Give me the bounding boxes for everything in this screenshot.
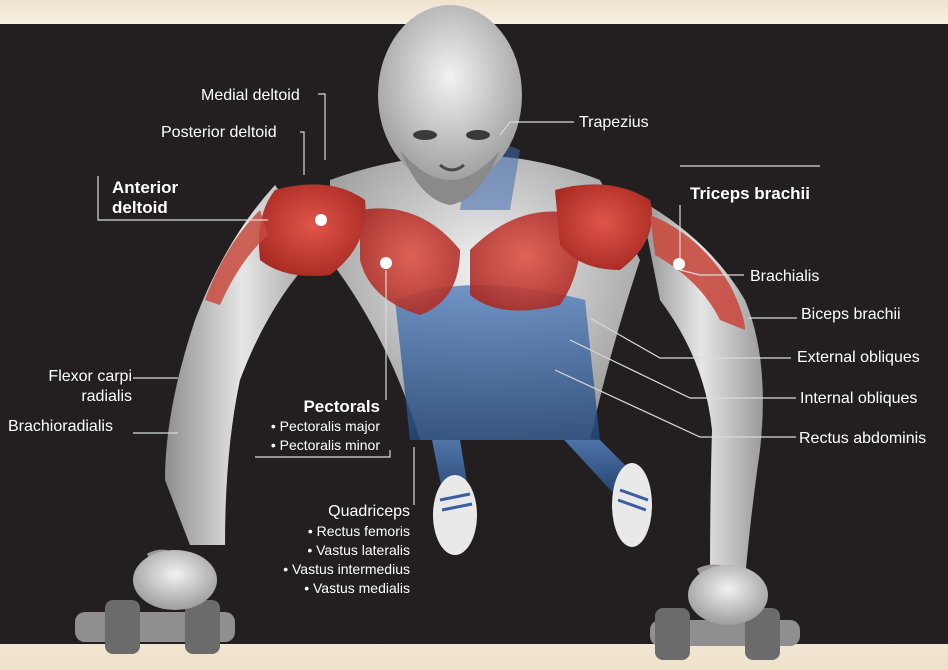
pectorals-marker xyxy=(380,257,392,269)
label-brachioradialis: Brachioradialis xyxy=(8,417,113,437)
label-pectorals-title: Pectorals xyxy=(250,397,380,417)
label-rectus-abdominis: Rectus abdominis xyxy=(799,429,926,449)
label-vastus-lateralis: • Vastus lateralis xyxy=(255,541,410,560)
label-flexor-carpi-radialis-line1: Flexor carpi xyxy=(26,367,132,387)
label-pectoralis-major: • Pectoralis major xyxy=(250,417,380,436)
label-anterior-deltoid-line1: Anterior xyxy=(112,178,178,198)
right-pushup-handle xyxy=(650,565,800,660)
label-brachialis: Brachialis xyxy=(750,267,819,287)
label-triceps-brachii: Triceps brachii xyxy=(690,184,810,204)
left-arm xyxy=(165,184,366,545)
label-medial-deltoid: Medial deltoid xyxy=(201,86,300,106)
label-posterior-deltoid: Posterior deltoid xyxy=(161,123,277,143)
label-quadriceps-title: Quadriceps xyxy=(255,502,410,522)
left-hand xyxy=(133,550,217,610)
label-biceps-brachii: Biceps brachii xyxy=(801,305,901,325)
label-flexor-carpi-radialis: Flexor carpi radialis xyxy=(26,367,132,407)
right-hand xyxy=(688,565,768,625)
label-vastus-medialis: • Vastus medialis xyxy=(255,579,410,598)
triceps-marker xyxy=(673,258,685,270)
label-flexor-carpi-radialis-line2: radialis xyxy=(26,387,132,407)
label-anterior-deltoid-line2: deltoid xyxy=(112,198,178,218)
left-shoe xyxy=(433,475,477,555)
label-internal-obliques: Internal obliques xyxy=(800,389,917,409)
label-trapezius: Trapezius xyxy=(579,113,649,133)
left-pushup-handle xyxy=(75,550,235,654)
label-external-obliques: External obliques xyxy=(797,348,920,368)
label-pectorals-group: Pectorals • Pectoralis major • Pectorali… xyxy=(250,397,380,455)
label-rectus-femoris: • Rectus femoris xyxy=(255,522,410,541)
anterior-deltoid-marker xyxy=(315,214,327,226)
label-quadriceps-group: Quadriceps • Rectus femoris • Vastus lat… xyxy=(255,502,410,598)
label-anterior-deltoid: Anterior deltoid xyxy=(112,178,178,218)
label-pectoralis-minor: • Pectoralis minor xyxy=(250,436,380,455)
label-vastus-intermedius: • Vastus intermedius xyxy=(255,560,410,579)
legs xyxy=(430,430,652,555)
